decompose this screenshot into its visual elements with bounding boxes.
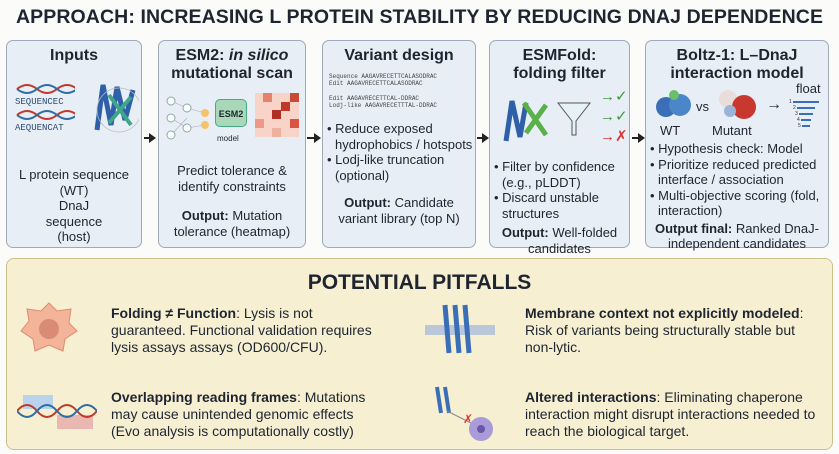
pitfall-altered-interactions: Altered interactions: Eliminating chaper…	[525, 389, 831, 440]
rank-number: 5	[798, 123, 801, 129]
output-text: Mutation tolerance (heatmap)	[173, 208, 291, 239]
card-esmfold: ESMFold: folding filter →✓ →✓ →✗ • Filte…	[489, 40, 630, 256]
row-label: Sequence	[329, 73, 358, 80]
boltz-output: Output final: Ranked DnaJ-independent ca…	[646, 221, 828, 252]
pitfall-heading: Membrane context not explicitly modeled	[525, 305, 800, 321]
svg-text:✗: ✗	[463, 412, 473, 426]
vs-label: vs	[696, 99, 709, 114]
row-label: Edit	[329, 80, 344, 87]
title-part: in silico	[228, 47, 289, 64]
funnel-icon	[556, 102, 592, 136]
output-text: Candidate variant library (top N)	[338, 195, 460, 226]
row-label: Edit	[329, 95, 344, 102]
output-label: Output:	[181, 208, 229, 223]
bullet: • Multi-objective scoring (fold, interac…	[650, 187, 820, 219]
flow-arrow	[144, 133, 156, 143]
pitfall-text: : Eliminating chaperone interaction migh…	[525, 389, 816, 439]
mutant-label: Mutant	[712, 123, 752, 138]
row-seq: AAGAVRECETTTAL-DDRAC	[365, 102, 438, 109]
wt-label: WT	[660, 123, 681, 138]
row-seq: AAGAVRECETTCALASODRAC	[347, 80, 423, 87]
dna-icon	[16, 84, 75, 120]
sequence-text: AEQUENCAT	[15, 123, 64, 133]
check-icon: →✓	[600, 88, 628, 105]
esmfold-output: Output: Well-folded candidates	[490, 225, 629, 256]
mutant-structure-icon	[719, 90, 756, 119]
pitfall-heading: Overlapping reading frames	[111, 389, 297, 405]
card-title: ESMFold: folding filter	[513, 47, 606, 82]
flow-arrow	[477, 133, 489, 143]
pitfall-reading-frames: Overlapping reading frames: Mutations ma…	[111, 389, 381, 440]
card-title: Variant design	[344, 47, 454, 64]
x-icon: →✗	[600, 128, 628, 145]
pitfall-folding-function: Folding ≠ Function: Lysis is not guarant…	[111, 305, 391, 356]
bullet: • Discard unstable structures	[494, 190, 599, 221]
float-label: float	[796, 81, 821, 96]
flow-arrow	[307, 133, 321, 143]
flow-arrow	[632, 133, 645, 143]
esm2-output: Output: Mutation tolerance (heatmap)	[159, 208, 305, 239]
card-inputs: Inputs SEQUENCEC AEQUENCAT L protein seq…	[6, 40, 142, 248]
title-part: ESM2:	[175, 47, 229, 64]
sequence-text: SEQUENCEC	[15, 97, 64, 107]
neural-network-icon	[166, 96, 209, 140]
row-seq: AAGAVRECETTCALASODRAC	[361, 73, 438, 80]
variant-output: Output: Candidate variant library (top N…	[323, 195, 475, 226]
rank-number: 2	[793, 105, 796, 111]
card-variant-design: Variant design Sequence AAGAVRECETTCALAS…	[322, 40, 476, 248]
ranked-list-icon: 1 2 3 4 5	[789, 99, 820, 129]
bullet: • Prioritize reduced predicted interface…	[650, 156, 817, 188]
pitfall-text: : Lysis is not guaranteed. Functional va…	[111, 305, 372, 355]
pitfall-text: : Mutations may cause unintended genomic…	[111, 389, 366, 439]
bullet: • Reduce exposed hydrophobics / hotspots	[327, 121, 473, 152]
arrow-icon: →	[766, 96, 782, 113]
pitfalls-panel: POTENTIAL PITFALLS Folding ≠ Function: L…	[6, 258, 833, 450]
input-l-protein: L protein sequence (WT)	[18, 167, 130, 198]
bullet: • Filter by confidence (e.g., pLDDT)	[494, 159, 615, 190]
bullet: • Lodj-like truncation (optional)	[327, 152, 445, 183]
interaction-disrupt-icon: ✗	[435, 386, 493, 441]
bullet: • Hypothesis check: Model	[650, 141, 803, 156]
protein-structure-icon	[503, 100, 549, 142]
pitfall-heading: Altered interactions	[525, 389, 657, 405]
heatmap-icon	[255, 93, 299, 137]
rank-number: 4	[797, 117, 800, 123]
card-title: Boltz-1: L–DnaJ interaction model	[670, 47, 804, 82]
row-seq: AAGAVRECETTCAL-DDRAC	[347, 95, 420, 102]
rank-number: 1	[789, 99, 792, 105]
output-label: Output:	[344, 195, 392, 210]
esm2-description: Predict tolerance & identify constraints	[177, 163, 287, 194]
check-icon: →✓	[600, 108, 628, 125]
output-text: Ranked DnaJ-independent candidates	[667, 220, 819, 252]
pitfall-text: : Risk of variants being structurally st…	[525, 305, 804, 355]
pitfalls-title: POTENTIAL PITFALLS	[307, 271, 532, 294]
input-dnaj: DnaJ sequence (host)	[45, 198, 103, 244]
output-label: Output:	[501, 225, 549, 240]
card-title: Inputs	[50, 47, 98, 64]
card-boltz: Boltz-1: L–DnaJ interaction model vs WT …	[645, 40, 829, 251]
esm2-model-badge: ESM2	[215, 99, 247, 127]
sequence-alignment: Sequence AAGAVRECETTCALASODRAC Edit AAGA…	[329, 73, 475, 109]
wt-structure-icon	[656, 90, 691, 117]
protein-structure-icon	[94, 84, 139, 133]
output-text: Well-folded candidates	[528, 225, 618, 256]
membrane-protein-icon	[425, 304, 495, 354]
lysed-cell-icon	[20, 302, 78, 352]
model-label: model	[217, 134, 239, 143]
pitfall-heading: Folding ≠ Function	[111, 305, 237, 321]
title-part: mutational scan	[171, 65, 293, 82]
reading-frames-icon	[17, 395, 97, 429]
pitfall-membrane: Membrane context not explicitly modeled:…	[525, 305, 825, 356]
page-title: APPROACH: INCREASING L PROTEIN STABILITY…	[15, 6, 824, 28]
output-label: Output final:	[655, 220, 733, 236]
rank-number: 3	[795, 111, 798, 117]
row-label: Lodj-like	[329, 102, 362, 109]
